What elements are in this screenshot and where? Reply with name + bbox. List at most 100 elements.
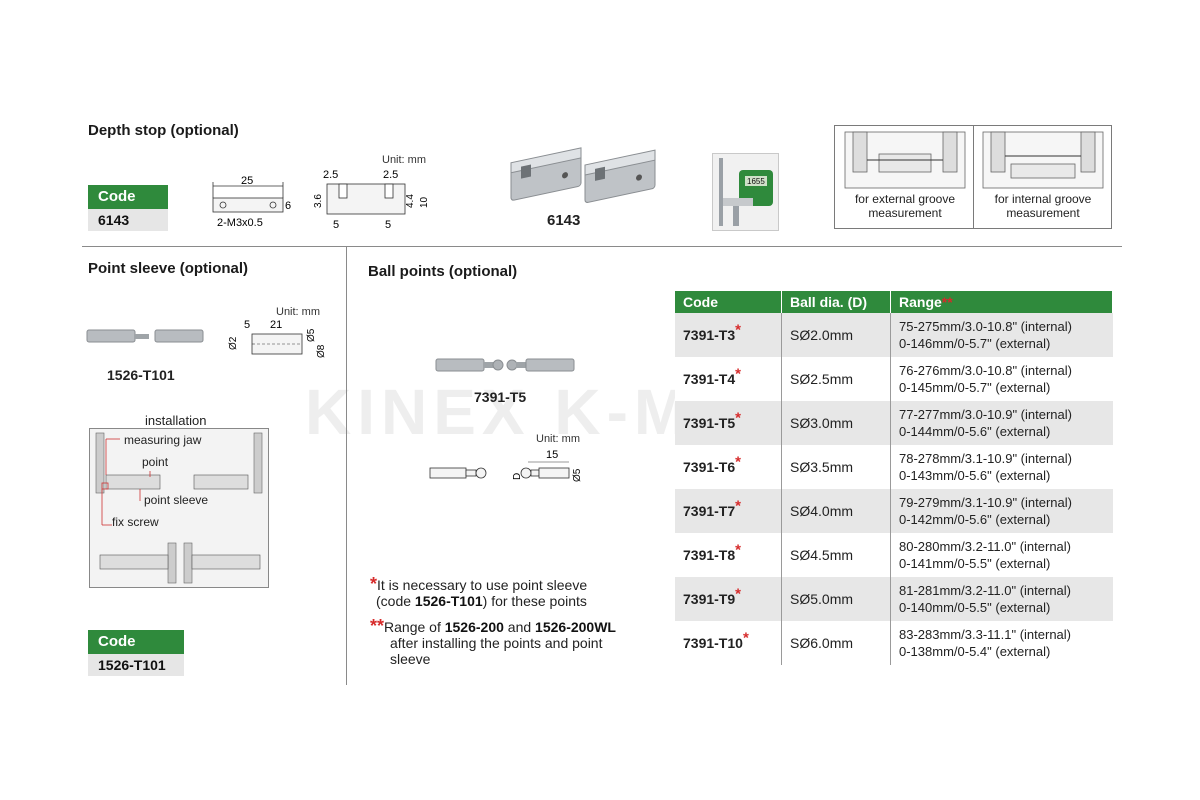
cell-code-text: 7391-T9 [683,591,736,607]
cell-range: 78-278mm/3.1-10.9" (internal) 0-143mm/0-5… [890,445,1113,489]
cell-range-internal: 77-277mm/3.0-10.9" (internal) [899,407,1072,422]
note-range: **Range of 1526-200 and 1526-200WL after… [370,616,670,667]
cell-code: 7391-T9* [675,577,782,621]
note2-pre: Range of [384,619,445,635]
note-point-sleeve: *It is necessary to use point sleeve (co… [370,574,660,609]
cell-range-internal: 79-279mm/3.1-10.9" (internal) [899,495,1072,510]
point-sleeve-code-value: 1526-T101 [88,654,184,676]
point-sleeve-photo [86,329,204,343]
cell-ball-dia: SØ3.0mm [781,401,891,445]
cell-range-external: 0-141mm/0-5.5" (external) [899,556,1051,571]
depth-stop-code-label: Code [88,185,168,209]
ball-points-photo [435,358,575,372]
ball-points-dim-15: 15 [546,449,558,461]
note1-code: 1526-T101 [414,593,483,609]
cell-range-internal: 78-278mm/3.1-10.9" (internal) [899,451,1072,466]
ball-points-table: Code Ball dia. (D) Range** 7391-T3*SØ2.0… [675,291,1113,665]
table-header-row: Code Ball dia. (D) Range** [675,291,1113,313]
depth-stop-dim-5a: 5 [333,219,339,231]
ball-points-part-label: 7391-T5 [474,389,527,405]
cell-code: 7391-T7* [675,489,782,533]
cell-code-mark: * [735,497,741,515]
cell-code-mark: * [742,629,749,647]
internal-groove-drawing [982,131,1104,189]
point-sleeve-code-box: Code 1526-T101 [88,630,184,676]
point-sleeve-part-label: 1526-T101 [107,367,175,383]
depth-stop-dim-25: 25 [241,176,253,187]
cell-code-text: 7391-T5 [683,415,736,431]
note1-pre: (code [376,593,415,609]
note2-mark: ** [370,616,385,636]
cell-range-external: 0-142mm/0-5.6" (external) [899,512,1051,527]
cell-code-text: 7391-T7 [683,503,736,519]
point-sleeve-dim-o8: Ø8 [316,344,327,358]
depth-stop-top-drawing: 25 6 2-M3x0.5 [212,176,291,229]
depth-stop-code-box: Code 6143 [88,185,168,231]
depth-stop-dim-6: 6 [285,200,291,212]
cell-code-mark: * [735,365,741,383]
ball-points-unit: Unit: mm [536,433,580,445]
depth-stop-dim-10: 10 [419,196,430,208]
ball-points-dim-d: D [512,473,523,480]
groove-measurement-box: for external groove measurement for inte… [834,125,1112,229]
note2-line2: after installing the points and point [390,635,603,651]
cell-range: 80-280mm/3.2-11.0" (internal) 0-141mm/0-5… [890,533,1113,577]
cell-code-mark: * [735,541,741,559]
cell-ball-dia: SØ3.5mm [781,445,891,489]
cell-range-external: 0-144mm/0-5.6" (external) [899,424,1051,439]
cell-ball-dia: SØ2.0mm [781,313,891,357]
ball-points-dim-o5: Ø5 [572,468,583,482]
point-sleeve-unit: Unit: mm [276,306,320,318]
header-code: Code [675,291,782,313]
depth-stop-dim-thread: 2-M3x0.5 [217,217,263,229]
cell-code-mark: * [735,321,741,339]
depth-stop-dim-5b: 5 [385,219,391,231]
point-sleeve-dim-o5: Ø5 [306,328,317,342]
point-sleeve-code-label: Code [88,630,184,654]
cell-range-internal: 80-280mm/3.2-11.0" (internal) [899,539,1072,554]
cell-code-mark: * [735,409,741,427]
external-groove-drawing [844,131,966,189]
header-range-label: Range [899,294,942,310]
ball-points-drawing: D 15 Ø5 [429,449,583,482]
cell-range: 75-275mm/3.0-10.8" (internal)0-146mm/0-5… [890,313,1113,357]
cell-ball-dia: SØ6.0mm [781,621,891,665]
depth-stop-code-value: 6143 [88,209,168,231]
note1-mark: * [370,574,378,594]
note2-b: 1526-200WL [535,619,616,635]
callout-fix-screw: fix screw [112,515,159,529]
point-sleeve-dim-o2: Ø2 [228,336,239,350]
depth-stop-dim-3-6: 3.6 [313,194,324,208]
depth-stop-side-drawing: 2.5 2.5 3.6 4.4 10 5 5 [313,169,430,231]
cell-code-mark: * [735,585,741,603]
cell-code: 7391-T5* [675,401,782,445]
cell-code-text: 7391-T8 [683,547,736,563]
section-divider-vertical [346,247,347,685]
caliper-photo: 1655 [712,153,779,231]
cell-range-internal: 83-283mm/3.3-11.1" (internal) [899,627,1072,642]
note1-post: ) for these points [482,593,587,609]
note2-mid: and [503,619,536,635]
header-range: Range** [890,291,1113,313]
cell-range: 79-279mm/3.1-10.9" (internal) 0-142mm/0-5… [890,489,1113,533]
cell-range-external: 0-143mm/0-5.6" (external) [899,468,1051,483]
cell-code: 7391-T4* [675,357,782,401]
point-sleeve-dim-5: 5 [244,319,250,331]
depth-stop-dim-2-5a: 2.5 [323,169,338,181]
depth-stop-dim-2-5b: 2.5 [383,169,398,181]
installation-title: installation [145,413,207,428]
cell-range-internal: 75-275mm/3.0-10.8" (internal) [899,319,1072,334]
depth-stop-photo-label: 6143 [547,212,581,229]
depth-stop-title: Depth stop (optional) [88,122,239,139]
caliper-display: 1655 [747,177,765,186]
cell-range: 77-277mm/3.0-10.9" (internal) 0-144mm/0-5… [890,401,1113,445]
cell-code-text: 7391-T6 [683,459,736,475]
cell-code: 7391-T6* [675,445,782,489]
